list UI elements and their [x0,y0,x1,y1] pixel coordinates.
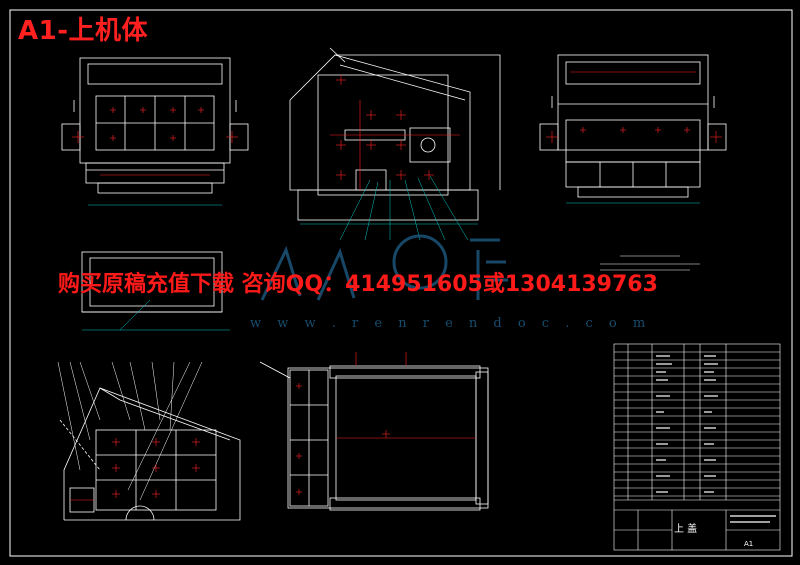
side-view-centerlines [330,75,460,190]
drawing-title: A1-上机体 [18,16,149,46]
front-view-top-right [539,54,727,204]
title-block-sheet: A1 [744,540,754,548]
watermark-url: w w w . r e n r e n d o c . c o m [250,316,652,331]
plan-view-bottom-center [259,361,489,511]
front-view-centerlines [72,107,238,176]
title-block-name: 上 盖 [674,524,698,535]
watermark-logo [260,234,508,301]
parts-list-text-marks [656,355,776,523]
promo-banner: 购买原稿充值下载 咨询QQ：414951605或1304139763 [58,272,658,297]
bottom-left-leaders [57,361,203,501]
plan-view-centerlines [296,352,476,495]
front-view-top-left [61,57,249,206]
tech-requirements-lines [600,255,700,271]
bottom-left-centerlines [70,438,200,501]
top-right-centerlines [546,71,722,143]
side-view-leaders [300,175,478,241]
side-view-top-center [289,47,501,221]
section-view-bottom-left [59,387,241,521]
section-view-middle-left [81,251,230,331]
sheet-border [9,9,793,557]
parts-list-table [613,343,781,551]
